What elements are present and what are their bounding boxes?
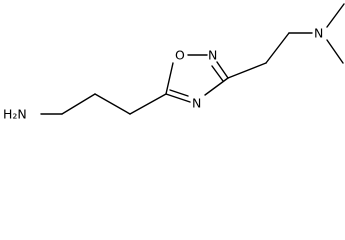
bond-n4-c5-double-inner <box>169 89 189 97</box>
amine-nh2-label: H₂N <box>3 107 27 122</box>
bond-c3-n4 <box>204 77 229 96</box>
bond-c3-ch2a <box>227 62 267 79</box>
bond-ch2a-ch2b <box>265 32 290 64</box>
bond-c5-o1 <box>165 62 174 95</box>
ring-oxygen-label: O <box>175 48 185 63</box>
bond-n4-c5-double <box>165 93 191 103</box>
atom-labels: H₂N O N N N <box>3 26 323 122</box>
bonds <box>40 3 345 115</box>
bond-n2-c3-double-inner <box>211 65 224 82</box>
dimethylamine-nitrogen-label: N <box>314 26 323 41</box>
structural-formula: H₂N O N N N <box>3 3 345 122</box>
ring-nitrogen-4-label: N <box>192 96 201 111</box>
bond-c1-c2 <box>61 93 96 115</box>
ring-nitrogen-2-label: N <box>208 48 217 63</box>
bond-c2-c3 <box>94 93 131 115</box>
bond-n-methyl-up <box>326 3 345 28</box>
bond-n-methyl-down <box>326 39 344 64</box>
bond-c3-c5 <box>129 93 167 115</box>
bond-n2-c3-double <box>216 61 229 79</box>
